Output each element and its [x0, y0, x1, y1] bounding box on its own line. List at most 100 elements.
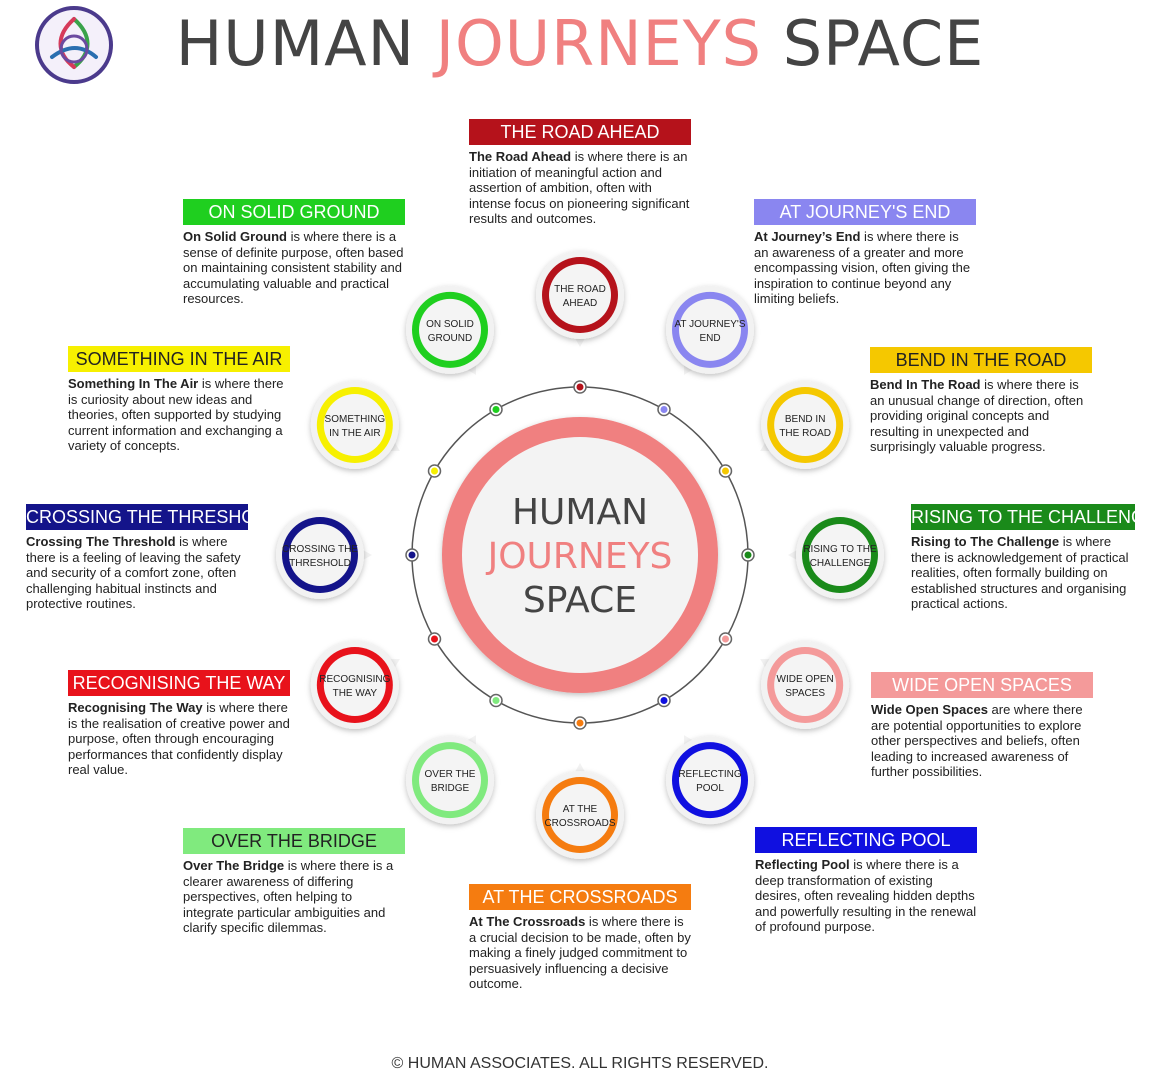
node-label: WIDE OPEN [777, 674, 834, 685]
node-label: AT JOURNEY'S [675, 319, 746, 330]
node-disc [774, 654, 837, 716]
desc-over-the-bridge: Over The Bridge is where there is a clea… [183, 858, 394, 935]
center-line2: JOURNEYS [486, 536, 673, 577]
node-disc [289, 524, 351, 586]
node-on-solid-ground: ON SOLID GROUND [406, 285, 494, 375]
center-line3: SPACE [523, 580, 637, 621]
node-disc [679, 298, 741, 361]
node-something-in-the-air: SOMETHING IN THE AIR [310, 381, 400, 469]
node-disc [774, 394, 837, 456]
orbit-dot-core [660, 406, 668, 414]
block-reflecting-pool: REFLECTING POOL Reflecting Pool is where… [755, 827, 977, 935]
orbit-dot-core [721, 635, 729, 643]
header-at-the-crossroads: AT THE CROSSROADS [469, 884, 691, 910]
node-label: POOL [696, 783, 724, 794]
node-label: RECOGNISING [319, 674, 390, 685]
node-label: AHEAD [563, 298, 597, 309]
node-label: REFLECTING [678, 769, 742, 780]
node-label: OVER THE [425, 769, 476, 780]
header-something-in-the-air: SOMETHING IN THE AIR [68, 346, 290, 372]
orbit-dot-core [721, 467, 729, 475]
node-disc [549, 784, 611, 846]
node-disc [323, 394, 386, 456]
title-space: SPACE [762, 7, 985, 80]
node-label: SPACES [785, 688, 825, 699]
node-label: THE ROAD [554, 284, 606, 295]
desc-reflecting-pool: Reflecting Pool is where there is a deep… [755, 857, 977, 934]
node-label: SOMETHING [325, 414, 386, 425]
orbit-dot-core [492, 406, 500, 414]
desc-something-in-the-air: Something In The Air is where there is c… [68, 376, 284, 453]
header-on-solid-ground: ON SOLID GROUND [183, 199, 405, 225]
node-recognising-the-way: RECOGNISING THE WAY [310, 641, 400, 729]
block-at-journeys-end: AT JOURNEY'S END At Journey’s End is whe… [754, 199, 976, 307]
desc-bend-in-the-road: Bend In The Road is where there is an un… [870, 377, 1084, 454]
orbit-dot-core [576, 719, 584, 727]
node-label: THE ROAD [779, 428, 831, 439]
header-bend-in-the-road: BEND IN THE ROAD [870, 347, 1092, 373]
desc-crossing-the-threshold: Crossing The Threshold is where there is… [26, 534, 241, 611]
orbit-dot-core [492, 696, 500, 704]
node-label: THE WAY [333, 688, 378, 699]
node-label: CROSSROADS [544, 818, 615, 829]
node-label: AT THE [563, 804, 598, 815]
orbit-dot-core [431, 635, 439, 643]
node-label: END [699, 333, 720, 344]
orbit-dot-core [408, 551, 416, 559]
block-bend-in-the-road: BEND IN THE ROAD Bend In The Road is whe… [870, 347, 1092, 455]
block-something-in-the-air: SOMETHING IN THE AIR Something In The Ai… [68, 346, 290, 454]
block-at-the-crossroads: AT THE CROSSROADS At The Crossroads is w… [469, 884, 691, 992]
header-rising-to-the-challenge: RISING TO THE CHALLENGE [911, 504, 1135, 530]
orbit-dot-core [744, 551, 752, 559]
node-disc [679, 749, 741, 812]
orbit-dot-core [431, 467, 439, 475]
title-human: HUMAN [175, 7, 436, 80]
desc-recognising-the-way: Recognising The Way is where there is th… [68, 700, 290, 777]
block-recognising-the-way: RECOGNISING THE WAY Recognising The Way … [68, 670, 290, 778]
node-label: CHALLENGE [810, 558, 871, 569]
node-disc [419, 298, 481, 361]
desc-at-journeys-end: At Journey’s End is where there is an aw… [754, 229, 971, 306]
block-over-the-bridge: OVER THE BRIDGE Over The Bridge is where… [183, 828, 405, 936]
desc-road-ahead: The Road Ahead is where there is an init… [469, 149, 690, 226]
node-over-the-bridge: OVER THE BRIDGE [406, 735, 494, 825]
node-at-the-crossroads: AT THE CROSSROADS [536, 763, 624, 859]
header-reflecting-pool: REFLECTING POOL [755, 827, 977, 853]
header-crossing-the-threshold: CROSSING THE THRESHOLD [26, 504, 248, 530]
node-label: BRIDGE [431, 783, 470, 794]
node-disc [809, 524, 871, 586]
header-wide-open-spaces: WIDE OPEN SPACES [871, 672, 1093, 698]
block-wide-open-spaces: WIDE OPEN SPACES Wide Open Spaces are wh… [871, 672, 1093, 780]
block-crossing-the-threshold: CROSSING THE THRESHOLD Crossing The Thre… [26, 504, 248, 612]
header-recognising-the-way: RECOGNISING THE WAY [68, 670, 290, 696]
node-reflecting-pool: REFLECTING POOL [666, 735, 754, 825]
node-label: GROUND [428, 333, 472, 344]
node-wide-open-spaces: WIDE OPEN SPACES [760, 641, 850, 729]
node-label: ON SOLID [426, 319, 474, 330]
header-road-ahead: THE ROAD AHEAD [469, 119, 691, 145]
node-road-ahead: THE ROAD AHEAD [536, 251, 624, 347]
node-rising-to-the-challenge: RISING TO THE CHALLENGE [788, 511, 884, 599]
desc-wide-open-spaces: Wide Open Spaces are where there are pot… [871, 702, 1083, 779]
node-label: RISING TO THE [803, 544, 877, 555]
copyright-footer: © HUMAN ASSOCIATES. ALL RIGHTS RESERVED. [391, 1055, 769, 1072]
block-rising-to-the-challenge: RISING TO THE CHALLENGE Rising to The Ch… [911, 504, 1135, 612]
node-disc [419, 749, 481, 812]
desc-rising-to-the-challenge: Rising to The Challenge is where there i… [911, 534, 1129, 611]
node-label: IN THE AIR [329, 428, 381, 439]
header-over-the-bridge: OVER THE BRIDGE [183, 828, 405, 854]
node-label: CROSSING THE [282, 544, 358, 555]
orbit-dot-core [576, 383, 584, 391]
orbit-dot-core [660, 696, 668, 704]
title-journeys: JOURNEYS [435, 7, 763, 80]
block-on-solid-ground: ON SOLID GROUND On Solid Ground is where… [183, 199, 405, 307]
page-title: HUMAN JOURNEYS SPACE [0, 8, 1160, 80]
desc-on-solid-ground: On Solid Ground is where there is a sens… [183, 229, 404, 306]
center-disc [462, 437, 698, 673]
desc-at-the-crossroads: At The Crossroads is where there is a cr… [469, 914, 691, 991]
triquetra-knot-icon [35, 6, 113, 84]
header-at-journeys-end: AT JOURNEY'S END [754, 199, 976, 225]
